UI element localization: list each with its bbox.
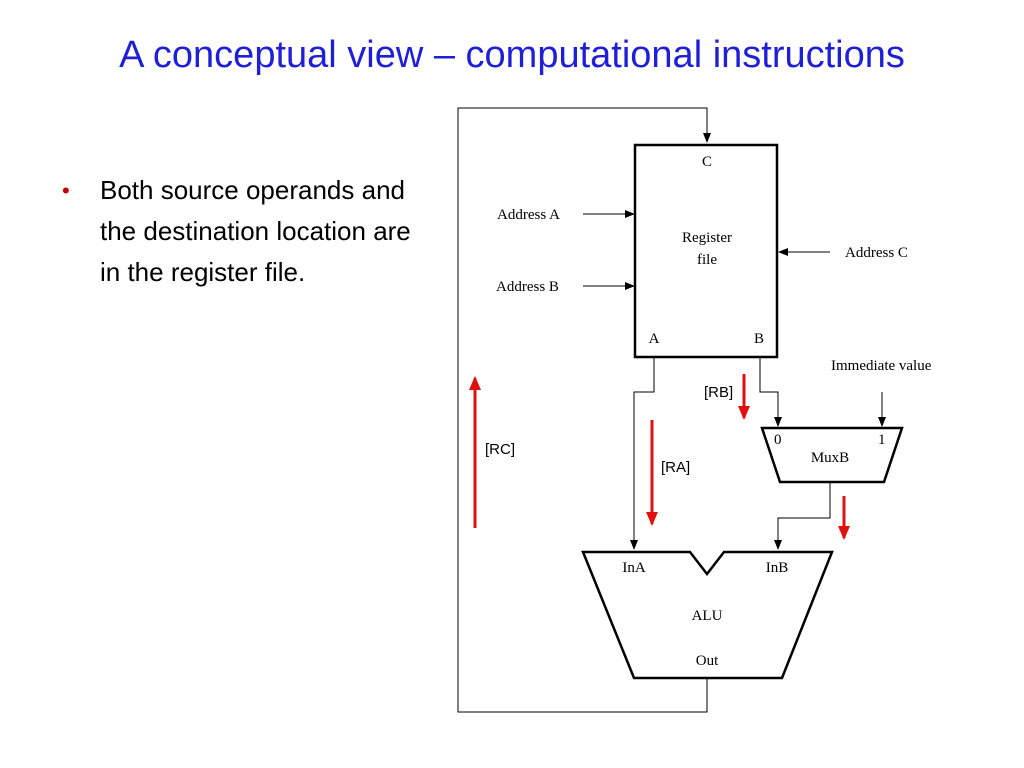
register-file-port-a: A (649, 331, 660, 347)
register-file-port-c: C (702, 154, 712, 170)
register-file-box (633, 143, 779, 359)
bullet-text: Both source operands and the destination… (100, 175, 411, 287)
mux-to-alu-wire (774, 483, 831, 550)
alu-shape (581, 550, 834, 680)
slide-title: A conceptual view – computational instru… (119, 34, 905, 76)
address-c-label: Address C (845, 245, 908, 261)
register-file-label-line1: Register (682, 230, 732, 246)
bullet-item: • Both source operands and the destinati… (62, 170, 422, 293)
address-b-label: Address B (496, 279, 559, 295)
ra-flow-label: [RA] (661, 459, 690, 476)
feedback-wire (457, 107, 711, 713)
muxb-label: MuxB (811, 450, 849, 466)
alu-input-b: InB (766, 560, 789, 576)
port-b-to-mux-wire (759, 358, 782, 427)
bullet-icon: • (62, 178, 70, 203)
register-file-port-b: B (754, 331, 764, 347)
address-a-label: Address A (497, 207, 560, 223)
rc-flow-label: [RC] (485, 441, 515, 458)
rb-flow-label: [RB] (704, 384, 733, 401)
register-file-label-line2: file (697, 252, 717, 268)
port-a-to-alu-wire (630, 358, 655, 550)
alu-output: Out (696, 653, 719, 669)
muxb-input-1: 1 (878, 432, 886, 448)
bullet-list: • Both source operands and the destinati… (62, 170, 422, 293)
alu-input-a: InA (622, 560, 645, 576)
muxb-input-0: 0 (774, 432, 782, 448)
alu-label: ALU (692, 608, 723, 624)
muxb-shape (760, 426, 904, 484)
immediate-value-label: Immediate value (831, 358, 932, 374)
